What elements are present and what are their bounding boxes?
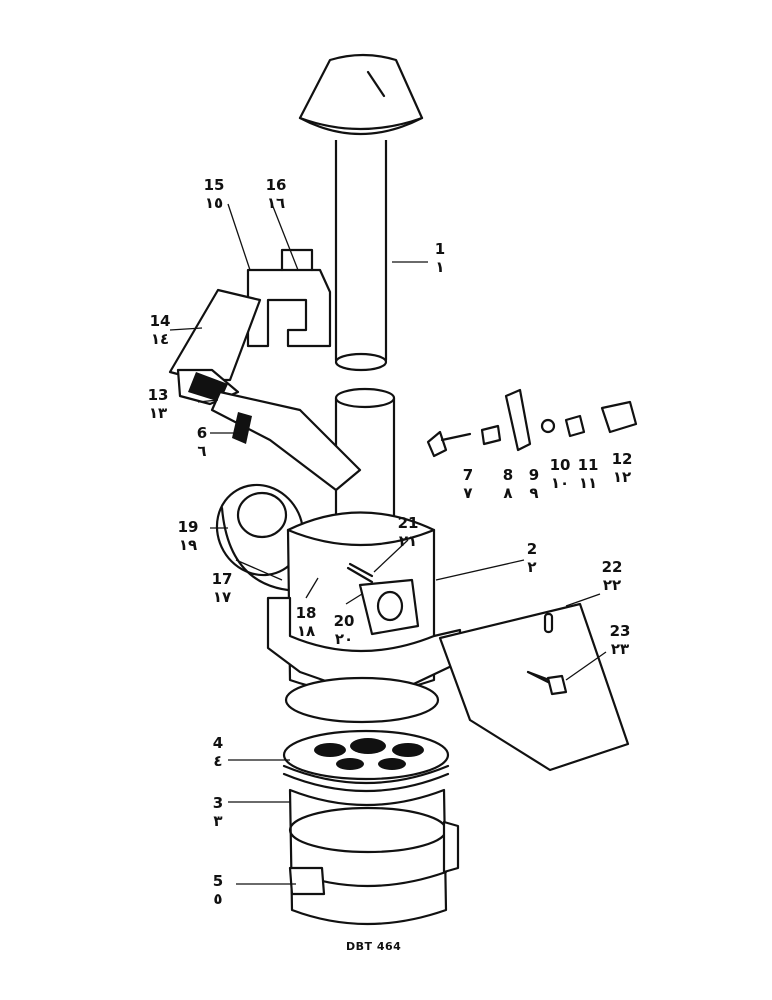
callout-number: 19 — [177, 518, 199, 536]
callout-arabic: ١ — [435, 258, 445, 276]
callout-arabic: ١٢ — [612, 468, 632, 486]
callout-number: 4 — [212, 734, 224, 752]
callout-arabic: ٢٢ — [602, 576, 622, 594]
callout-arabic: ٤ — [213, 752, 223, 770]
callout-number: 2 — [526, 540, 538, 558]
hardware-set — [426, 388, 638, 458]
callout-number: 13 — [147, 386, 169, 404]
callout-number: 20 — [333, 612, 355, 630]
oil-bowl — [288, 788, 460, 926]
callout-arabic: ٢٠ — [334, 630, 354, 648]
callout-arabic: ١٧ — [212, 588, 232, 606]
callout-number: 22 — [601, 558, 623, 576]
callout-number: 3 — [212, 794, 224, 812]
callout-number: 5 — [212, 872, 224, 890]
drawing-reference: DBT 464 — [346, 940, 402, 953]
callout-arabic: ١٤ — [150, 330, 170, 348]
callout-number: 23 — [609, 622, 631, 640]
intake-pipe-upper — [334, 140, 388, 372]
callout-arabic: ٧ — [463, 484, 473, 502]
callout-number: 1 — [434, 240, 446, 258]
callout-number: 15 — [203, 176, 225, 194]
callout-number: 17 — [211, 570, 233, 588]
callout-number: 11 — [577, 456, 599, 474]
callout-arabic: ٢ — [527, 558, 537, 576]
callout-number: 8 — [502, 466, 514, 484]
callout-number: 14 — [149, 312, 171, 330]
callout-arabic: ٣ — [213, 812, 223, 830]
callout-arabic: ١٣ — [148, 404, 168, 422]
callout-arabic: ٦ — [197, 442, 207, 460]
mounting-bracket — [266, 596, 630, 772]
callout-arabic: ١٠ — [550, 474, 570, 492]
callout-number: 7 — [462, 466, 474, 484]
callout-number: 21 — [397, 514, 419, 532]
leader-lines — [169, 203, 607, 885]
callout-arabic: ٢٣ — [610, 640, 630, 658]
callout-number: 6 — [196, 424, 208, 442]
callout-arabic: ١٦ — [266, 194, 286, 212]
callout-arabic: ١٥ — [204, 194, 224, 212]
callout-arabic: ٩ — [529, 484, 539, 502]
callout-arabic: ٢١ — [398, 532, 418, 550]
filter-element — [282, 729, 450, 793]
callout-arabic: ١١ — [578, 474, 598, 492]
elbow-hose-assembly — [168, 248, 362, 492]
callout-arabic: ١٩ — [178, 536, 198, 554]
callout-arabic: ٨ — [503, 484, 513, 502]
precleaner-cap — [298, 53, 424, 136]
callout-number: 12 — [611, 450, 633, 468]
callout-arabic: ١٨ — [296, 622, 316, 640]
callout-number: 18 — [295, 604, 317, 622]
callout-number: 9 — [528, 466, 540, 484]
seal-ring — [284, 676, 440, 724]
callout-arabic: ٥ — [213, 890, 223, 908]
clamp-bolt — [348, 562, 374, 578]
mounting-bolt — [526, 670, 568, 696]
callout-number: 16 — [265, 176, 287, 194]
callout-number: 10 — [549, 456, 571, 474]
